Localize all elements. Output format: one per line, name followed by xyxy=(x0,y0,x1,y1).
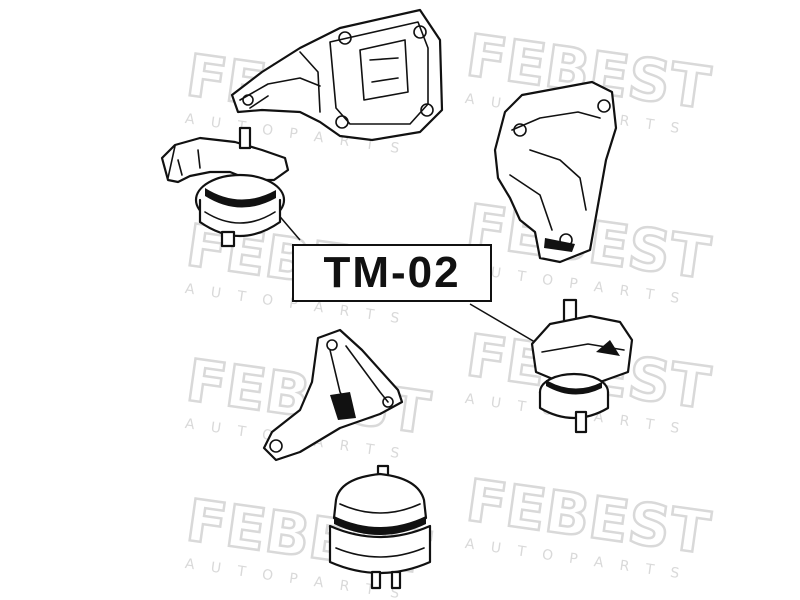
upper-bracket xyxy=(230,8,444,142)
part-number-label: TM-02 xyxy=(323,248,461,297)
leader-line-right xyxy=(469,303,541,346)
lower-triangular-bracket xyxy=(262,328,404,462)
right-engine-mount xyxy=(530,298,634,434)
bottom-hydraulic-mount xyxy=(328,464,432,590)
right-bracket xyxy=(493,80,618,264)
left-engine-mount xyxy=(160,126,290,248)
part-number-box: TM-02 xyxy=(292,244,492,302)
